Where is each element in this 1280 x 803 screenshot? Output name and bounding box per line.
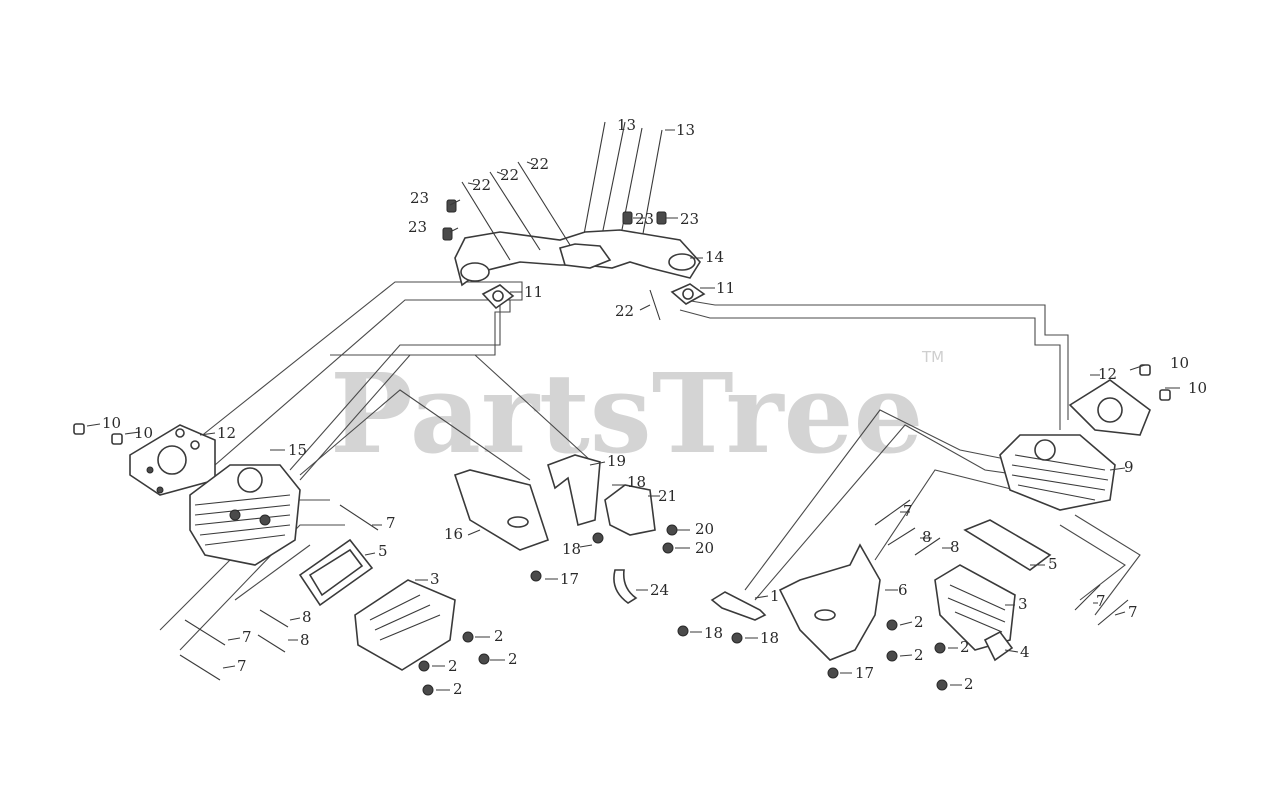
callout-22-d: 22 xyxy=(615,302,634,320)
callout-10-b: 10 xyxy=(134,424,153,442)
right-valve-cover xyxy=(934,564,1016,651)
callout-leaders xyxy=(86,129,1180,691)
callout-7-d: 7 xyxy=(903,502,913,520)
right-mounting-bracket xyxy=(710,591,767,621)
left-plugs xyxy=(73,423,123,445)
callout-8-c: 8 xyxy=(922,528,932,546)
right-plugs xyxy=(1139,364,1171,401)
right-head-bolts xyxy=(677,499,1129,691)
callout-2-g: 2 xyxy=(960,638,970,656)
callout-9: 9 xyxy=(1124,458,1134,476)
callout-1: 1 xyxy=(770,587,780,605)
callout-23-c: 23 xyxy=(635,210,654,228)
right-small-bracket xyxy=(983,630,1014,662)
manifold-studs xyxy=(461,161,661,321)
right-cylinder-head xyxy=(999,434,1116,511)
callout-23-b: 23 xyxy=(408,218,427,236)
callout-22-c: 22 xyxy=(472,176,491,194)
callout-15: 15 xyxy=(288,441,307,459)
callout-7-a: 7 xyxy=(386,514,396,532)
callout-8-a: 8 xyxy=(302,608,312,626)
callout-17-b: 17 xyxy=(855,664,874,682)
callout-2-h: 2 xyxy=(964,675,974,693)
callout-5-a: 5 xyxy=(378,542,388,560)
callout-2-d: 2 xyxy=(453,680,463,698)
left-cylinder-head xyxy=(189,464,301,566)
callout-16: 16 xyxy=(444,525,463,543)
watermark-brand: PartsTree xyxy=(330,349,924,478)
callout-7-c: 7 xyxy=(237,657,247,675)
left-valve-cover xyxy=(354,579,456,671)
callout-18-a: 18 xyxy=(627,473,646,491)
middle-mounting-bracket xyxy=(547,454,601,527)
callout-8-d: 8 xyxy=(950,538,960,556)
callout-13-b: 13 xyxy=(676,121,695,139)
callout-10-a: 10 xyxy=(102,414,121,432)
left-head-gasket xyxy=(129,424,216,496)
callout-8-b: 8 xyxy=(300,631,310,649)
middle-regulator xyxy=(530,484,678,582)
callout-24: 24 xyxy=(650,581,669,599)
callout-23-d: 23 xyxy=(680,210,699,228)
callout-3-a: 3 xyxy=(430,570,440,588)
callout-4: 4 xyxy=(1020,643,1030,661)
callout-labels: 13 13 22 22 22 23 23 23 23 14 11 11 22 1… xyxy=(102,116,1207,698)
callout-2-b: 2 xyxy=(508,650,518,668)
callout-3-b: 3 xyxy=(1018,595,1028,613)
callout-19: 19 xyxy=(607,452,626,470)
callout-5-b: 5 xyxy=(1048,555,1058,573)
callout-20-a: 20 xyxy=(695,520,714,538)
callout-22-a: 22 xyxy=(530,155,549,173)
callout-10-d: 10 xyxy=(1188,379,1207,397)
right-cover-gasket xyxy=(963,519,1052,571)
callout-22-b: 22 xyxy=(500,166,519,184)
right-head-gasket xyxy=(1068,379,1151,436)
callout-12-b: 12 xyxy=(1098,365,1117,383)
left-cover-gasket xyxy=(298,538,374,607)
middle-air-deflector xyxy=(453,469,550,551)
callout-7-e: 7 xyxy=(1096,592,1106,610)
callout-18-b: 18 xyxy=(562,540,581,558)
callout-7-f: 7 xyxy=(1128,603,1138,621)
callout-13-a: 13 xyxy=(617,116,636,134)
manifold-gaskets xyxy=(481,283,706,310)
callout-14: 14 xyxy=(705,248,724,266)
left-head-bolts xyxy=(179,504,490,696)
right-assembly-bracket xyxy=(679,299,1141,616)
callout-2-e: 2 xyxy=(914,613,924,631)
callout-23-a: 23 xyxy=(410,189,429,207)
callout-11-a: 11 xyxy=(524,283,543,301)
callout-6: 6 xyxy=(898,581,908,599)
callout-21: 21 xyxy=(658,487,677,505)
callout-2-f: 2 xyxy=(914,646,924,664)
intake-manifold xyxy=(454,229,701,287)
right-air-deflector xyxy=(778,543,881,661)
middle-hose xyxy=(613,569,638,604)
callout-17-a: 17 xyxy=(560,570,579,588)
watermark-trademark: TM xyxy=(921,348,944,366)
callout-11-b: 11 xyxy=(716,279,735,297)
callout-10-c: 10 xyxy=(1170,354,1189,372)
callout-12-a: 12 xyxy=(217,424,236,442)
callout-7-b: 7 xyxy=(242,628,252,646)
callout-18-d: 18 xyxy=(760,629,779,647)
callout-2-a: 2 xyxy=(494,627,504,645)
callout-18-c: 18 xyxy=(704,624,723,642)
callout-20-b: 20 xyxy=(695,539,714,557)
callout-2-c: 2 xyxy=(448,657,458,675)
